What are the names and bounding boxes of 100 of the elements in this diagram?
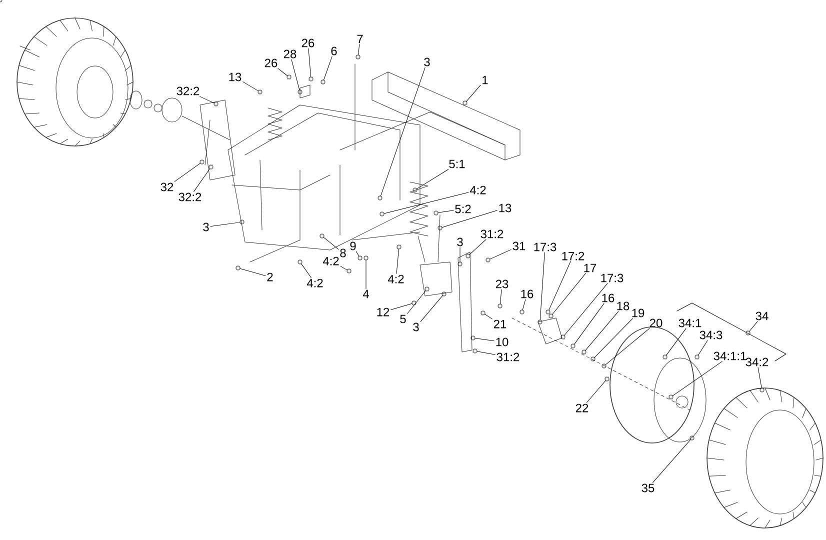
leader-line bbox=[586, 380, 606, 403]
callout-number: 28 bbox=[284, 50, 296, 58]
callout-number: 5:2 bbox=[455, 204, 471, 214]
part-symbol bbox=[320, 234, 324, 238]
part-symbol bbox=[472, 348, 478, 354]
leader-line bbox=[652, 439, 691, 483]
callout-number: 16 bbox=[602, 294, 614, 302]
leader-line bbox=[438, 210, 454, 213]
callout-number: 13 bbox=[499, 204, 512, 212]
part-symbol bbox=[214, 102, 218, 106]
leader-line bbox=[194, 168, 210, 192]
leader-line bbox=[390, 303, 412, 310]
part-symbol bbox=[346, 268, 352, 274]
leader-line bbox=[278, 68, 288, 76]
part-symbol bbox=[424, 286, 430, 292]
leader-line bbox=[564, 283, 608, 336]
callout-number: 17:3 bbox=[534, 242, 556, 252]
callout-number: 34:3 bbox=[700, 330, 722, 340]
callout-number: 4:2 bbox=[322, 256, 339, 266]
callout-number: 1 bbox=[482, 76, 488, 84]
part-symbol bbox=[200, 160, 204, 164]
callout-number: 22 bbox=[576, 404, 588, 412]
callout-number: 31 bbox=[512, 242, 526, 250]
callout-number: 32:2 bbox=[178, 192, 202, 202]
callout-number: 3 bbox=[457, 238, 463, 246]
part-symbol bbox=[358, 256, 362, 260]
callout-number: 34:1 bbox=[678, 318, 702, 328]
leader-line bbox=[666, 328, 686, 356]
leader-line bbox=[199, 96, 214, 104]
leader-line bbox=[380, 67, 426, 196]
callout-number: 26 bbox=[302, 38, 314, 48]
part-symbol bbox=[236, 266, 240, 270]
callout-number: 9 bbox=[350, 242, 356, 250]
leader-line bbox=[698, 340, 708, 356]
callout-number: 31:2 bbox=[496, 352, 520, 362]
callout-number: 31:2 bbox=[480, 230, 504, 238]
callout-number: 17:2 bbox=[562, 252, 584, 260]
callout-number: 21 bbox=[494, 320, 506, 328]
part-symbol bbox=[378, 196, 382, 200]
part-symbol bbox=[486, 258, 490, 262]
callout-number: 32:2 bbox=[176, 86, 200, 96]
part-symbol bbox=[690, 436, 694, 440]
callout-number: 3 bbox=[424, 58, 430, 66]
leader-line bbox=[469, 239, 486, 255]
part-symbol bbox=[602, 364, 606, 368]
callout-number: 20 bbox=[650, 318, 662, 328]
callout-number: 12 bbox=[377, 308, 390, 316]
part-symbol bbox=[258, 90, 262, 94]
callout-number: 10 bbox=[496, 338, 508, 346]
callout-number: 7 bbox=[357, 34, 363, 44]
leader-line bbox=[340, 266, 348, 270]
part-symbol bbox=[0, 0, 2, 2]
callout-number: 18 bbox=[617, 302, 630, 310]
leader-line bbox=[210, 222, 240, 227]
leader-line bbox=[484, 314, 492, 320]
callout-number: 8 bbox=[340, 248, 346, 258]
leader-line bbox=[758, 367, 762, 388]
leader-line bbox=[466, 84, 481, 102]
part-symbol bbox=[546, 310, 550, 314]
leader-line bbox=[174, 163, 200, 182]
leader-line bbox=[240, 268, 266, 276]
part-symbol bbox=[604, 376, 610, 382]
leader-line bbox=[594, 318, 633, 358]
part-symbol bbox=[582, 350, 586, 354]
part-symbol bbox=[760, 388, 764, 392]
leader-line bbox=[574, 303, 604, 344]
part-symbol bbox=[480, 310, 486, 316]
part-symbol bbox=[320, 80, 326, 84]
leader-line bbox=[606, 328, 650, 365]
part-symbol bbox=[308, 76, 314, 82]
leader-line bbox=[442, 210, 498, 228]
part-symbol bbox=[570, 344, 576, 348]
leader-line bbox=[522, 299, 526, 310]
callout-number: 26 bbox=[264, 58, 278, 68]
leader-line bbox=[749, 321, 758, 332]
part-symbol bbox=[442, 292, 446, 296]
leader-line bbox=[552, 273, 586, 314]
leader-line bbox=[416, 169, 449, 190]
callout-number: 3 bbox=[413, 322, 419, 332]
part-symbol bbox=[466, 254, 470, 258]
part-symbol bbox=[560, 334, 566, 340]
part-symbol bbox=[380, 212, 384, 216]
leader-line bbox=[396, 249, 400, 274]
part-symbol bbox=[458, 262, 462, 266]
leader-line bbox=[500, 289, 502, 304]
leader-line bbox=[490, 249, 512, 260]
part-symbol bbox=[298, 90, 302, 94]
part-symbol bbox=[520, 310, 524, 314]
leader-line bbox=[291, 59, 300, 90]
part-symbol bbox=[548, 314, 554, 318]
callout-number: 35 bbox=[642, 484, 654, 492]
callout-number: 34:1:1 bbox=[714, 352, 746, 360]
callout-number: 6 bbox=[331, 46, 337, 56]
callout-number: 34:2 bbox=[746, 358, 768, 366]
leader-line bbox=[420, 295, 443, 322]
callout-number: 5 bbox=[400, 314, 406, 324]
callout-number: 5:1 bbox=[449, 160, 465, 168]
callout-number: 4:2 bbox=[388, 274, 404, 284]
callout-number: 4:2 bbox=[306, 278, 323, 288]
callout-number: 3 bbox=[203, 222, 209, 232]
